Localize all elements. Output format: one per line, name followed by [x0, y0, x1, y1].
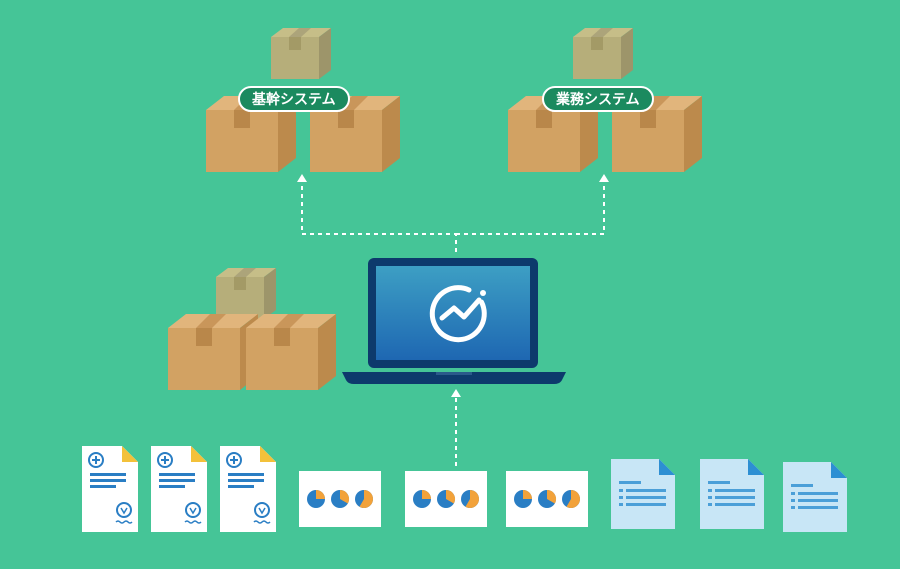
arrow-up-icon	[599, 174, 609, 182]
arrowheads	[297, 174, 609, 397]
core-system-label: 基幹システム	[238, 86, 350, 112]
business-system-label: 業務システム	[542, 86, 654, 112]
connector-lines	[301, 180, 605, 466]
certificate-document-icon	[219, 445, 277, 533]
connector-up-branch	[301, 180, 457, 252]
cardboard-box-icon	[168, 314, 258, 390]
table-document-icon	[783, 462, 847, 532]
small-box-icon	[573, 28, 633, 79]
pie-chart-report-icon	[506, 471, 588, 527]
connector-right-branch	[456, 180, 605, 235]
pie-chart-report-icon	[405, 471, 487, 527]
certificate-document-icon	[81, 445, 139, 533]
pie-chart-report-icon	[299, 471, 381, 527]
growth-chart-logo-icon	[429, 285, 487, 343]
small-box-icon	[216, 268, 276, 319]
documents-row	[81, 445, 847, 533]
arrow-up-icon	[297, 174, 307, 182]
certificate-document-icon	[150, 445, 208, 533]
other-data-boxes	[168, 268, 336, 390]
small-box-icon	[271, 28, 331, 79]
cardboard-box-icon	[246, 314, 336, 390]
table-document-icon	[700, 459, 764, 529]
laptop-icon	[342, 258, 566, 384]
table-document-icon	[611, 459, 675, 529]
arrow-up-icon	[451, 389, 461, 397]
